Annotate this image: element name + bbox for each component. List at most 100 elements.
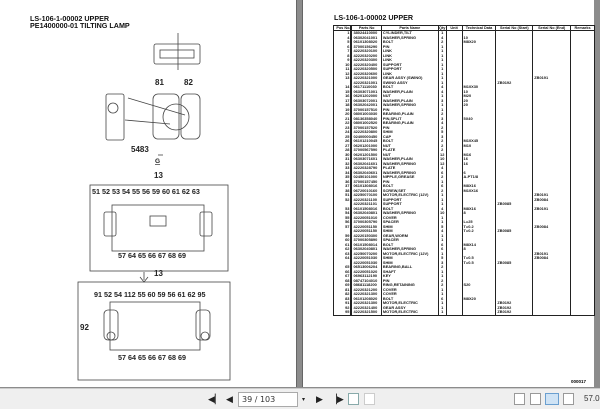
table-cell: 2	[437, 188, 447, 194]
table-cell: ZB0085	[495, 260, 534, 266]
table-cell	[495, 287, 534, 293]
gear-housing-1	[111, 204, 205, 252]
table-cell: 42220051030	[350, 256, 382, 261]
table-cell: ZB0085	[495, 229, 534, 234]
table-cell: 16	[461, 161, 497, 167]
table-cell	[570, 53, 595, 59]
table-cell	[461, 125, 497, 131]
table-cell: 3	[437, 98, 447, 104]
table-cell: 42220320600	[350, 71, 382, 77]
first-page-icon[interactable]: ◀▏	[208, 394, 222, 404]
single-page-view-icon[interactable]	[514, 393, 525, 405]
table-cell: 6	[437, 296, 447, 302]
table-cell	[570, 80, 595, 86]
table-cell: 06513006204	[350, 265, 382, 270]
table-cell: 4	[437, 35, 447, 41]
copy-page-icon[interactable]	[348, 393, 359, 405]
table-cell: 52	[333, 197, 353, 203]
callout-row-3: 91 52 54 112 55 60 59 56 61 62 95	[94, 290, 206, 299]
table-cell	[495, 134, 534, 140]
table-cell: 5X40	[461, 116, 497, 122]
paste-page-icon[interactable]	[364, 393, 375, 405]
table-cell: 1	[437, 62, 447, 68]
table-cell: 12	[437, 152, 447, 158]
table-cell	[495, 296, 534, 302]
table-cell	[461, 305, 497, 311]
page-number-input[interactable]: 39 / 103	[238, 392, 298, 407]
table-cell	[570, 94, 595, 99]
table-cell: 33	[333, 166, 353, 171]
table-cell	[495, 166, 534, 171]
table-cell: 06201201000	[350, 143, 382, 149]
table-cell	[570, 85, 595, 90]
continuous-view-icon[interactable]	[530, 393, 541, 405]
table-cell: M10	[461, 143, 497, 149]
table-cell	[495, 224, 534, 230]
table-cell	[532, 310, 572, 316]
gear-housing-2	[109, 301, 201, 351]
table-cell	[461, 287, 497, 293]
table-cell: 42220328790	[350, 166, 382, 171]
table-cell	[570, 30, 595, 36]
table-cell	[570, 256, 595, 261]
table-cell	[570, 175, 595, 180]
table-cell: 15	[333, 89, 353, 95]
page-code: 000017	[570, 379, 586, 384]
table-cell: 16	[461, 157, 497, 162]
table-cell	[461, 202, 497, 207]
table-cell: 6	[333, 44, 353, 50]
table-cell: 06101308020	[350, 40, 382, 45]
table-cell	[495, 278, 534, 284]
last-page-icon[interactable]: ▕▶	[330, 394, 344, 404]
fit-page-icon[interactable]	[563, 393, 574, 405]
table-cell: 42220321200	[350, 287, 382, 293]
page-dropdown-icon[interactable]: ▾	[302, 397, 306, 403]
two-page-view-icon[interactable]	[545, 393, 559, 405]
table-cell	[333, 80, 353, 86]
table-cell: 08001002520	[350, 121, 382, 126]
table-cell	[570, 143, 595, 149]
table-cell: 2	[437, 265, 447, 270]
table-cell	[570, 193, 595, 198]
next-page-icon[interactable]: ▶	[316, 394, 323, 404]
table-cell: 2	[437, 283, 447, 288]
table-cell: 3	[437, 116, 447, 122]
table-cell	[495, 85, 534, 90]
column-header: Remarks	[570, 24, 595, 32]
table-cell: 06201202000	[350, 94, 382, 99]
table-cell: 37000157520	[350, 125, 382, 131]
table-cell: T=0.2	[461, 229, 497, 234]
table-cell: 42220321400	[350, 305, 382, 311]
table-cell: 82	[333, 292, 353, 297]
table-cell	[461, 76, 497, 81]
table-cell	[495, 53, 534, 59]
table-cell: 06720010160	[350, 188, 382, 194]
table-cell: 42220320300	[350, 58, 382, 63]
table-cell: M10X30	[461, 85, 497, 90]
table-cell: 91	[333, 301, 353, 306]
table-cell: 1	[437, 193, 447, 198]
callout-g: G	[155, 158, 160, 165]
table-cell	[570, 152, 595, 158]
table-cell: 19	[333, 107, 353, 113]
zoom-level[interactable]: 57.0	[584, 394, 600, 403]
table-cell: 1	[437, 197, 447, 203]
table-cell: M8X20	[461, 296, 497, 302]
table-cell	[461, 197, 497, 203]
table-cell: 42220321100	[350, 197, 382, 203]
table-cell: 3	[437, 134, 447, 140]
prev-page-icon[interactable]: ◀	[226, 394, 233, 404]
table-cell: 21	[333, 116, 353, 122]
table-cell: 27	[333, 143, 353, 149]
